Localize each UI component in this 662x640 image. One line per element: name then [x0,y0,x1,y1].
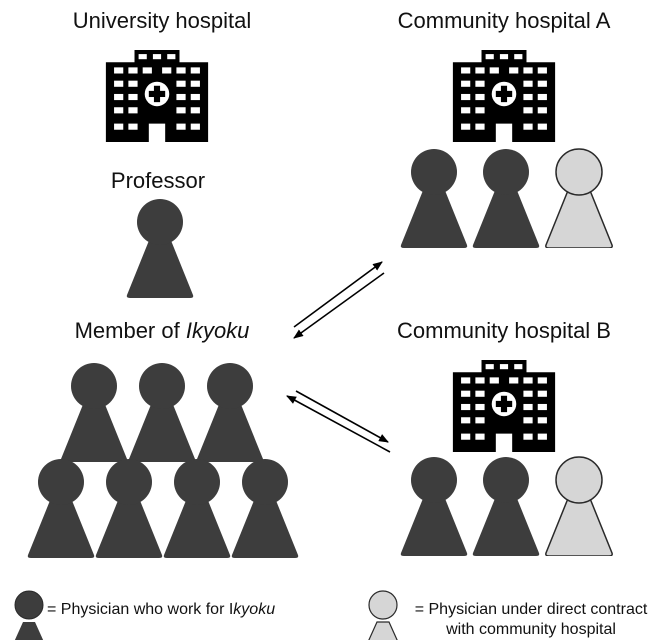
professor-physician-icon [126,199,194,298]
ikyoku-member-icon [231,459,299,558]
legend-dark-physician-icon [14,590,44,640]
hospital-b-ikyoku-physician-icon [400,457,468,556]
arrow-from-hospital-b [286,395,391,453]
hospital-b-ikyoku-physician-icon [472,457,540,556]
hospital-a-contract-physician-icon [545,148,613,248]
legend-light-line1: = Physician under direct contract [414,601,648,618]
member-label-text: Member of [74,318,186,343]
arrow-to-hospital-a [293,261,383,328]
ikyoku-member-icon [163,459,231,558]
ikyoku-member-icon [60,363,128,462]
legend-light-line2: with community hospital [446,621,616,638]
professor-label: Professor [110,168,206,193]
community-hospital-a-icon [452,50,556,142]
hospital-a-ikyoku-physician-icon [472,149,540,248]
community-hospital-b-label: Community hospital B [397,318,611,343]
member-of-ikyoku-label: Member of Ikyoku [75,318,250,344]
legend-dark-prefix: = Physician who work for I [47,601,234,618]
legend-light-physician-icon [368,590,398,640]
university-hospital-label: University hospital [72,8,252,33]
legend-dark-italic: kyoku [233,601,276,618]
ikyoku-member-icon [95,459,163,558]
hospital-a-ikyoku-physician-icon [400,149,468,248]
ikyoku-member-icon [128,363,196,462]
ikyoku-member-icon [196,363,264,462]
community-hospital-a-label: Community hospital A [397,8,611,33]
arrow-to-hospital-b [295,390,389,443]
arrow-from-hospital-a [293,272,385,339]
legend-dark-text: = Physician who work for Ikyoku [47,600,275,620]
ikyoku-member-icon [27,459,95,558]
member-label-italic: Ikyoku [185,318,250,343]
hospital-b-contract-physician-icon [545,456,613,556]
community-hospital-b-icon [452,360,556,452]
university-hospital-icon [105,50,209,142]
legend-light-text: = Physician under direct contract with c… [400,600,662,640]
